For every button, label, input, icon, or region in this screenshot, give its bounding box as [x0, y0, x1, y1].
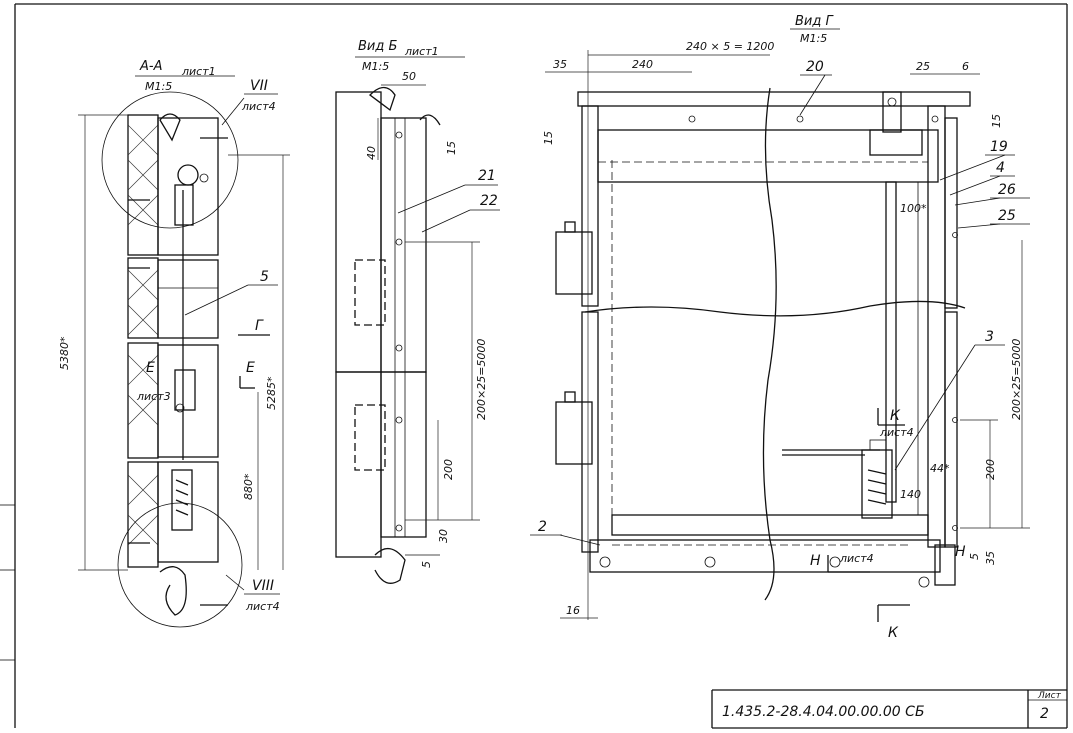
- part-25-label: 25: [998, 208, 1016, 224]
- dim-g-25: 25: [916, 60, 930, 73]
- part-2-label: 2: [538, 519, 547, 535]
- dim-g-140: 140: [900, 488, 921, 501]
- view-b-scale: М1:5: [362, 60, 389, 73]
- title-block: 1.435.2-28.4.04.00.00.00 СБ Лист 2: [711, 689, 1067, 729]
- dim-g-200x25: 200×25=5000: [1010, 339, 1023, 420]
- dim-b-40: 40: [365, 146, 378, 160]
- dim-b-5: 5: [420, 561, 433, 568]
- part-4-label: 4: [996, 160, 1005, 176]
- detail-vii-circle: [101, 91, 239, 229]
- sheet-number: 2: [1040, 706, 1049, 722]
- dim-g-100: 100*: [900, 202, 927, 215]
- dim-b-200: 200: [442, 459, 455, 480]
- part-3-label: 3: [985, 329, 994, 345]
- dim-5285: 5285*: [265, 376, 278, 410]
- mark-n-right: Н: [955, 544, 966, 560]
- callout-vii-sheet: лист4: [241, 100, 276, 113]
- dim-b-30: 30: [437, 529, 450, 543]
- dim-880: 880*: [242, 473, 255, 500]
- doc-code: 1.435.2-28.4.04.00.00.00 СБ: [722, 704, 925, 720]
- view-b-sheet-ref: лист1: [404, 45, 439, 58]
- part-19-label: 19: [990, 139, 1008, 155]
- dim-g-240: 240: [632, 58, 653, 71]
- dim-g-44: 44*: [930, 462, 950, 475]
- view-g: Вид Г М1:5: [530, 14, 1030, 641]
- mark-n-sheet: лист4: [839, 552, 874, 565]
- dim-g-35b: 35: [984, 551, 997, 565]
- part-21-label: 21: [478, 168, 496, 184]
- dim-g-240x5: 240 × 5 = 1200: [686, 40, 774, 53]
- part-5-label: 5: [260, 269, 269, 285]
- sheet-label: Лист: [1037, 691, 1062, 701]
- callout-vii-numeral: VII: [250, 78, 268, 94]
- dim-g-15b: 15: [990, 114, 1003, 128]
- mark-k-bottom: К: [888, 625, 899, 641]
- mark-e-left-sheet: лист3: [136, 390, 171, 403]
- view-g-scale: М1:5: [800, 32, 827, 45]
- part-22-label: 22: [480, 193, 498, 209]
- sheet-frame: [0, 3, 1068, 728]
- section-aa-title: А-А: [139, 59, 162, 74]
- mark-g-letter: Г: [255, 318, 264, 334]
- mark-e-right: Е: [246, 360, 255, 376]
- view-b: Вид Б лист1 М1:5 50 40 15 200×25=5000 20…: [335, 39, 500, 584]
- dim-5380: 5380*: [58, 336, 71, 370]
- dim-b-15: 15: [445, 141, 458, 155]
- callout-viii-sheet: лист4: [245, 600, 280, 613]
- dim-g-15a: 15: [542, 131, 555, 145]
- mark-k-top: К: [890, 408, 901, 424]
- dim-b-50: 50: [402, 70, 416, 83]
- dim-g-6: 6: [962, 60, 969, 73]
- section-aa-scale: М1:5: [145, 80, 172, 93]
- dim-g-35: 35: [553, 58, 567, 71]
- mark-e-left: Е: [146, 360, 155, 376]
- dim-g-16: 16: [566, 604, 580, 617]
- hatched-wall: [127, 114, 219, 568]
- mark-n: Н: [810, 553, 821, 569]
- callout-viii-numeral: VIII: [252, 578, 274, 594]
- detail-viii-circle: [117, 502, 243, 628]
- dim-g-200: 200: [984, 459, 997, 480]
- view-g-title: Вид Г: [795, 14, 834, 29]
- part-26-label: 26: [998, 182, 1016, 198]
- part-20-label: 20: [806, 59, 824, 75]
- view-b-title: Вид Б: [358, 39, 397, 54]
- mark-k-top-sheet: лист4: [879, 426, 914, 439]
- dim-g-5: 5: [968, 553, 981, 560]
- section-aa-sheet-ref: лист1: [181, 65, 216, 78]
- dim-b-200x25: 200×25=5000: [475, 339, 488, 420]
- section-aa-view: А-А лист1 М1:5: [58, 59, 290, 628]
